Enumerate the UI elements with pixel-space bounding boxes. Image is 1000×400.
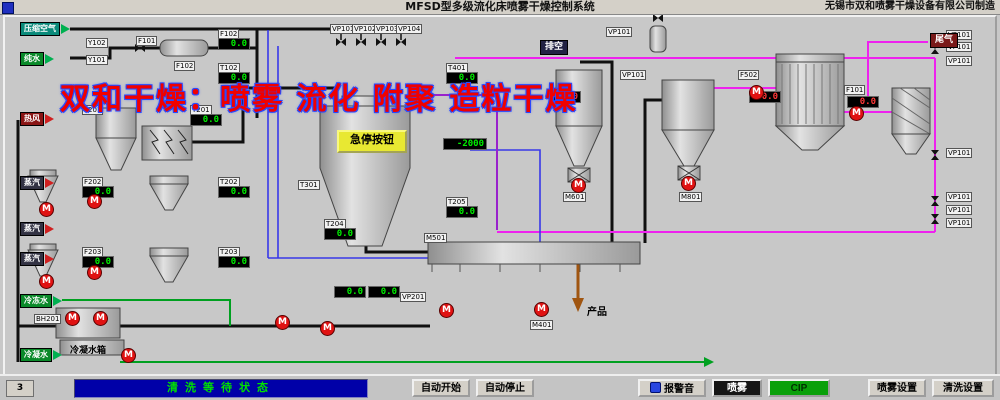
auto-stop-button[interactable]: 自动停止	[476, 379, 534, 397]
valves	[135, 14, 939, 224]
green-pipes	[62, 299, 704, 363]
blue-pipes	[267, 30, 541, 259]
product-pipe	[572, 264, 584, 312]
cip-button[interactable]: CIP	[768, 379, 830, 397]
product-label: 产品	[587, 307, 607, 318]
alarm-mute-button[interactable]: 报警音	[638, 379, 706, 397]
purple-pipes	[410, 94, 498, 230]
manufacturer-label: 无锡市双和喷雾干燥设备有限公司制造	[825, 1, 995, 12]
page-indicator[interactable]: 3	[6, 380, 34, 397]
brand-watermark: 双和干燥：喷雾 流化 附聚 造粒干燥	[60, 82, 578, 117]
spray-dryer-tower	[319, 95, 411, 247]
magenta-pipes	[455, 41, 936, 233]
alarm-mute-label: 报警音	[664, 384, 694, 395]
spray-settings-button[interactable]: 喷雾设置	[868, 379, 926, 397]
title-bar: MFSD型多级流化床喷雾干燥控制系统 无锡市双和喷雾干燥设备有限公司制造	[0, 0, 1000, 15]
control-bar: 3 清洗等待状态 自动开始 自动停止 报警音 喷雾 CIP 喷雾设置 清洗设置	[0, 374, 1000, 400]
condensate-tank-label: 冷凝水箱	[70, 346, 107, 356]
feed-hopper-1	[27, 169, 59, 203]
valve-drop-pipes	[340, 29, 402, 40]
condenser	[774, 53, 846, 151]
condensate-tank	[59, 339, 125, 356]
page-title: MFSD型多级流化床喷雾干燥控制系统	[405, 0, 595, 13]
mid-cyclone-2	[149, 247, 189, 283]
bag-filter	[891, 87, 931, 155]
spray-button[interactable]: 喷雾	[712, 379, 762, 397]
status-text: 清洗等待状态	[74, 379, 368, 398]
window-icon	[2, 2, 14, 14]
air-heater-vessel	[159, 39, 209, 57]
electric-heater	[141, 125, 193, 161]
bh201-tank	[55, 307, 121, 339]
clean-settings-button[interactable]: 清洗设置	[932, 379, 994, 397]
fluid-bed-dryer	[427, 241, 641, 272]
auto-start-button[interactable]: 自动开始	[412, 379, 470, 397]
feed-hopper-2	[27, 243, 59, 277]
emergency-stop-button[interactable]: 急停按钮	[337, 130, 407, 153]
speaker-icon	[650, 382, 661, 393]
cyclone-b	[661, 79, 715, 181]
seal-pot	[649, 25, 667, 53]
cyclone-a	[555, 69, 603, 183]
mid-cyclone-1	[149, 175, 189, 211]
green-pipe-arrow	[704, 357, 714, 367]
